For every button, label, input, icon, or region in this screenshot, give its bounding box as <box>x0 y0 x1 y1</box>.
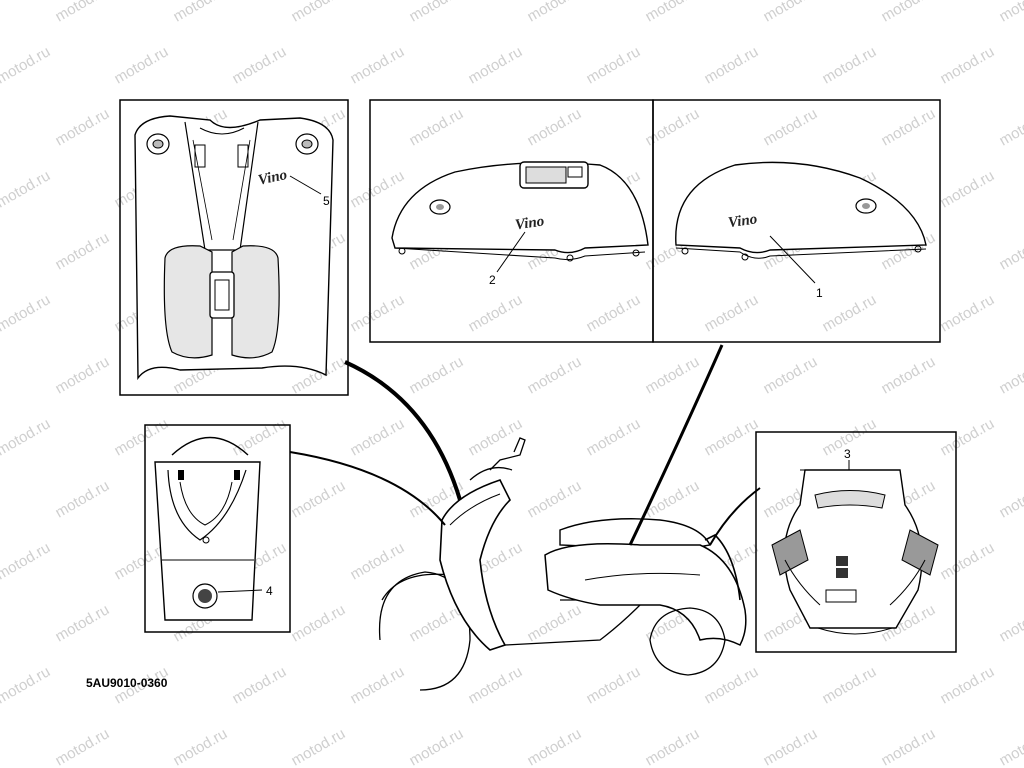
watermark-text: motod.ru <box>347 415 407 459</box>
watermark-text: motod.ru <box>465 43 525 87</box>
watermark-text: motod.ru <box>583 415 643 459</box>
watermark-text: motod.ru <box>347 291 407 335</box>
watermark-text: motod.ru <box>937 663 997 707</box>
watermark-text: motod.ru <box>583 663 643 707</box>
watermark-text: motod.ru <box>406 0 466 25</box>
watermark-text: motod.ru <box>701 43 761 87</box>
watermark-text: motod.ru <box>996 725 1024 768</box>
watermark-text: motod.ru <box>0 167 53 211</box>
watermark-text: motod.ru <box>406 105 466 149</box>
watermark-text: motod.ru <box>229 663 289 707</box>
watermark-text: motod.ru <box>524 601 584 645</box>
watermark-text: motod.ru <box>0 43 53 87</box>
watermark-text: motod.ru <box>642 353 702 397</box>
watermark-text: motod.ru <box>878 725 938 768</box>
watermark-text: motod.ru <box>937 43 997 87</box>
watermark-text: motod.ru <box>583 43 643 87</box>
watermark-text: motod.ru <box>701 291 761 335</box>
watermark-text: motod.ru <box>111 415 171 459</box>
callout-2: 2 <box>489 273 496 287</box>
watermark-text: motod.ru <box>937 539 997 583</box>
watermark-text: motod.ru <box>347 43 407 87</box>
watermark-text: motod.ru <box>52 477 112 521</box>
panel-left-side-cover: Vino 2 <box>369 99 654 343</box>
watermark-text: motod.ru <box>996 0 1024 25</box>
watermark-text: motod.ru <box>406 353 466 397</box>
watermark-text: motod.ru <box>347 539 407 583</box>
callout-3: 3 <box>844 447 851 461</box>
vino-logo-2: Vino <box>514 213 545 233</box>
watermark-text: motod.ru <box>937 167 997 211</box>
watermark-text: motod.ru <box>229 43 289 87</box>
watermark-text: motod.ru <box>878 105 938 149</box>
watermark-text: motod.ru <box>406 725 466 768</box>
watermark-text: motod.ru <box>819 43 879 87</box>
callout-5: 5 <box>323 194 330 208</box>
watermark-text: motod.ru <box>465 415 525 459</box>
diagram-code: 5AU9010-0360 <box>86 676 168 690</box>
callout-1: 1 <box>816 286 823 300</box>
watermark-text: motod.ru <box>937 291 997 335</box>
watermark-text: motod.ru <box>524 725 584 768</box>
callout-4: 4 <box>266 584 273 598</box>
watermark-text: motod.ru <box>0 663 53 707</box>
watermark-text: motod.ru <box>52 725 112 768</box>
leader-lines <box>289 344 761 546</box>
watermark-text: motod.ru <box>760 105 820 149</box>
watermark-text: motod.ru <box>52 353 112 397</box>
panel-right-side-cover: Vino 1 <box>652 99 941 343</box>
watermark-text: motod.ru <box>878 0 938 25</box>
watermark-text: motod.ru <box>524 353 584 397</box>
watermark-text: motod.ru <box>347 663 407 707</box>
watermark-text: motod.ru <box>524 0 584 25</box>
watermark-text: motod.ru <box>0 539 53 583</box>
watermark-text: motod.ru <box>996 229 1024 273</box>
watermark-text: motod.ru <box>288 0 348 25</box>
vino-logo-5: Vino <box>257 167 289 189</box>
watermark-text: motod.ru <box>760 0 820 25</box>
panel-front-cover: Vino 5 <box>119 99 349 396</box>
watermark-text: motod.ru <box>0 291 53 335</box>
watermark-text: motod.ru <box>52 601 112 645</box>
watermark-text: motod.ru <box>996 601 1024 645</box>
watermark-text: motod.ru <box>111 43 171 87</box>
watermark-text: motod.ru <box>52 229 112 273</box>
panel-leg-shield: 4 <box>144 424 291 633</box>
watermark-text: motod.ru <box>288 477 348 521</box>
watermark-text: motod.ru <box>170 725 230 768</box>
watermark-text: motod.ru <box>229 415 289 459</box>
watermark-text: motod.ru <box>996 477 1024 521</box>
watermark-text: motod.ru <box>642 725 702 768</box>
watermark-text: motod.ru <box>819 663 879 707</box>
watermark-text: motod.ru <box>996 105 1024 149</box>
watermark-text: motod.ru <box>524 105 584 149</box>
watermark-text: motod.ru <box>760 353 820 397</box>
watermark-text: motod.ru <box>819 291 879 335</box>
watermark-text: motod.ru <box>52 0 112 25</box>
watermark-text: motod.ru <box>642 0 702 25</box>
scooter-outline <box>378 437 747 691</box>
watermark-text: motod.ru <box>465 663 525 707</box>
watermark-text: motod.ru <box>524 477 584 521</box>
watermark-text: motod.ru <box>701 415 761 459</box>
watermark-text: motod.ru <box>878 353 938 397</box>
watermark-text: motod.ru <box>760 725 820 768</box>
watermark-text: motod.ru <box>583 291 643 335</box>
vino-logo-1: Vino <box>727 211 758 231</box>
watermark-text: motod.ru <box>347 167 407 211</box>
watermark-text: motod.ru <box>52 105 112 149</box>
watermark-text: motod.ru <box>288 601 348 645</box>
watermark-text: motod.ru <box>642 105 702 149</box>
watermark-text: motod.ru <box>0 415 53 459</box>
panel-rear-cover: 3 <box>755 431 957 653</box>
watermark-text: motod.ru <box>288 725 348 768</box>
watermark-text: motod.ru <box>937 415 997 459</box>
watermark-text: motod.ru <box>996 353 1024 397</box>
watermark-text: motod.ru <box>701 663 761 707</box>
watermark-text: motod.ru <box>170 0 230 25</box>
watermark-text: motod.ru <box>465 291 525 335</box>
